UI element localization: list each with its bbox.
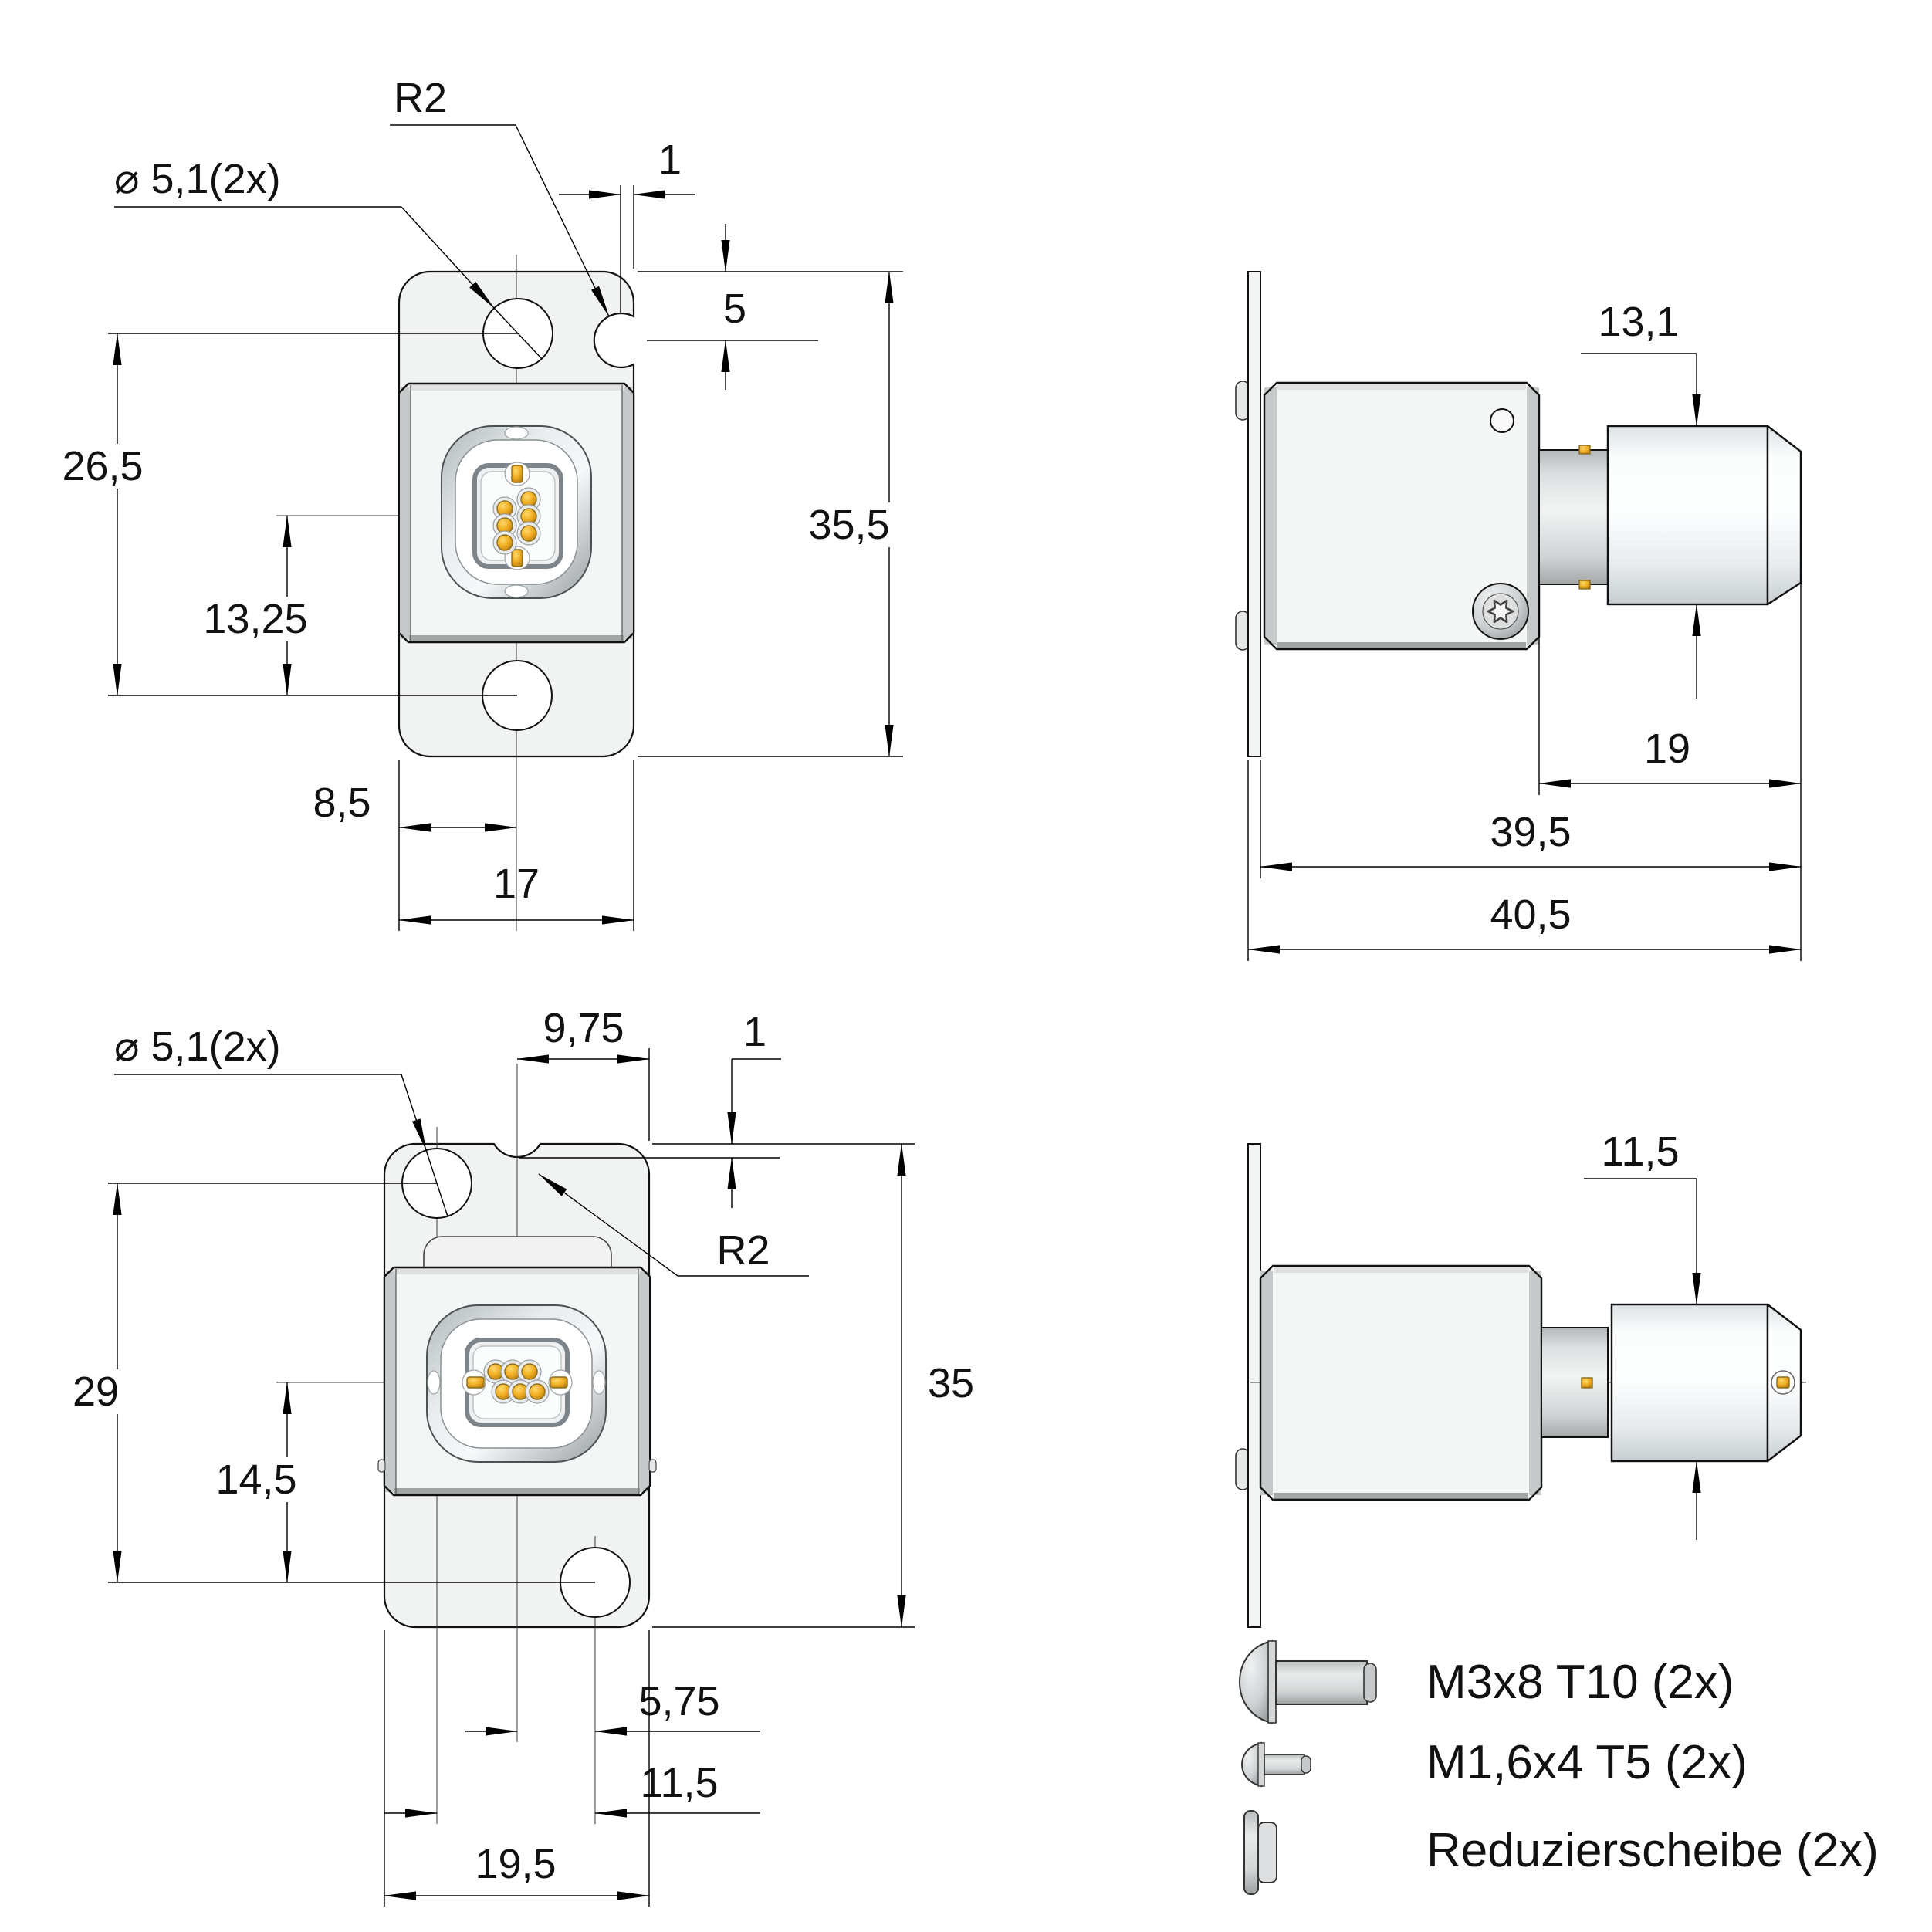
dim-notch-depth-b: 1	[519, 1009, 781, 1208]
ring-notch-right-icon	[592, 1370, 606, 1395]
dim-plug-length-a: 19	[1538, 583, 1802, 961]
polarizing-tab-bottom-a	[511, 549, 523, 567]
dim-label: 19,5	[475, 1841, 556, 1887]
housing-screw-right-icon	[648, 1459, 657, 1473]
dim-total-height-a: 35,5	[638, 271, 903, 757]
neck-contact-bottom-icon	[1578, 580, 1591, 590]
housing-side-a	[1263, 381, 1541, 651]
dim-label: 11,5	[640, 1760, 718, 1806]
mounting-plate-edge-b	[1247, 1143, 1261, 1628]
dim-label: 8,5	[313, 780, 370, 826]
connector-face-b	[426, 1304, 607, 1463]
dim-hole-distance-b: 29	[62, 1183, 595, 1583]
dim-depth-behind-panel-a: 39,5	[1260, 760, 1802, 878]
dim-label: 35,5	[808, 502, 889, 548]
dim-hole-distance-a: 26,5	[54, 333, 518, 696]
dim-total-width-b: 19,5	[384, 1630, 650, 1907]
hardware-legend: M3x8 T10 (2x) M1,6x4 T5 (2x) Reduziersch…	[1238, 1639, 1879, 1895]
dim-notch-depth-a: 5	[647, 224, 818, 390]
dim-hole-diameter-b: ⌀ 5,1(2x)	[114, 1024, 448, 1217]
polarizing-tab-left-b	[466, 1376, 485, 1389]
legend-item-m3-screw: M3x8 T10 (2x)	[1238, 1639, 1734, 1724]
dim-hole-offset-x-b: 5,75	[465, 1678, 760, 1736]
housing-side-b	[1259, 1264, 1543, 1501]
front-view-b: ⌀ 5,1(2x) 9,75 1 R2	[62, 1005, 974, 1907]
polarizing-tab-right-b	[550, 1376, 568, 1389]
dim-label: 29	[73, 1369, 119, 1415]
ring-notch-left-icon	[427, 1370, 441, 1395]
dim-label: 5	[723, 286, 746, 332]
dim-notch-offset-a: 1	[559, 137, 695, 313]
dim-corner-radius-b: R2	[538, 1173, 809, 1277]
dim-label: 39,5	[1490, 809, 1571, 855]
dim-label: 14,5	[215, 1457, 296, 1503]
dim-plug-diameter-b: 11,5	[1584, 1128, 1701, 1540]
dim-total-depth-a: 40,5	[1247, 760, 1802, 961]
dim-label: 35	[928, 1360, 974, 1406]
mounting-plate-edge-a	[1247, 271, 1261, 757]
dim-center-to-hole-a: 13,25	[199, 515, 312, 696]
dim-label: 1	[658, 137, 682, 183]
dim-total-width-a: 17	[398, 760, 634, 931]
m3-screw-icon	[1238, 1639, 1377, 1724]
plug-knob-a	[1606, 425, 1802, 606]
side-view-a: 13,1 19 39,5 40,5	[1235, 271, 1802, 961]
contact-pins-a	[492, 487, 541, 555]
dim-label: 1	[743, 1009, 766, 1055]
dim-label: 9,75	[543, 1005, 624, 1051]
dim-label: 11,5	[1601, 1128, 1679, 1175]
dim-label: 19	[1644, 726, 1690, 772]
side-view-b: 11,5	[1235, 1128, 1806, 1628]
ring-notch-bottom-icon	[504, 584, 529, 598]
plug-knob-b	[1610, 1303, 1802, 1463]
dim-label: 13,1	[1598, 299, 1679, 345]
dim-corner-radius-a: R2	[390, 75, 610, 317]
legend-label: M1,6x4 T5 (2x)	[1426, 1736, 1748, 1789]
polarizing-tab-top-a	[511, 465, 523, 483]
dim-label: 17	[493, 861, 540, 907]
dim-total-height-b: 35	[652, 1143, 974, 1628]
dim-center-to-hole-b: 14,5	[202, 1382, 310, 1583]
torx-screw-icon	[1472, 583, 1529, 640]
dim-label: ⌀ 5,1(2x)	[114, 156, 281, 202]
dim-hole-spacing-x-b: 11,5	[384, 1760, 760, 1818]
dim-label: ⌀ 5,1(2x)	[114, 1024, 281, 1070]
dim-label: 26,5	[62, 443, 143, 489]
contact-pins-b	[483, 1359, 550, 1404]
dim-hole-diameter-a: ⌀ 5,1(2x)	[114, 156, 543, 360]
plug-neck-a	[1538, 449, 1609, 585]
m1_6-screw-icon	[1240, 1741, 1311, 1788]
neck-contact-top-icon	[1578, 445, 1591, 455]
dim-label: 40,5	[1490, 892, 1571, 938]
plug-neck-b	[1541, 1327, 1609, 1438]
ring-notch-top-icon	[504, 426, 529, 440]
legend-label: Reduzierscheibe (2x)	[1426, 1824, 1879, 1877]
dim-label: 5,75	[638, 1678, 719, 1724]
connector-face-a	[441, 425, 592, 599]
dim-center-offset-a: 8,5	[313, 760, 517, 931]
legend-item-reducer-washer: Reduzierscheibe (2x)	[1243, 1810, 1879, 1895]
dim-plug-diameter-a: 13,1	[1581, 299, 1701, 699]
legend-item-m1-6-screw: M1,6x4 T5 (2x)	[1240, 1736, 1748, 1789]
neck-contact-icon-b	[1581, 1377, 1593, 1389]
housing-screw-left-icon	[377, 1459, 386, 1473]
dim-label: R2	[716, 1227, 770, 1274]
dim-label: R2	[394, 75, 447, 121]
reducer-washer-icon	[1243, 1810, 1277, 1895]
dim-label: 13,25	[203, 596, 307, 642]
dim-notch-position-b: 9,75	[516, 1005, 650, 1141]
front-view-a: ⌀ 5,1(2x) R2 1 5	[54, 75, 903, 931]
vent-hole-icon	[1490, 408, 1514, 433]
legend-label: M3x8 T10 (2x)	[1426, 1656, 1734, 1709]
